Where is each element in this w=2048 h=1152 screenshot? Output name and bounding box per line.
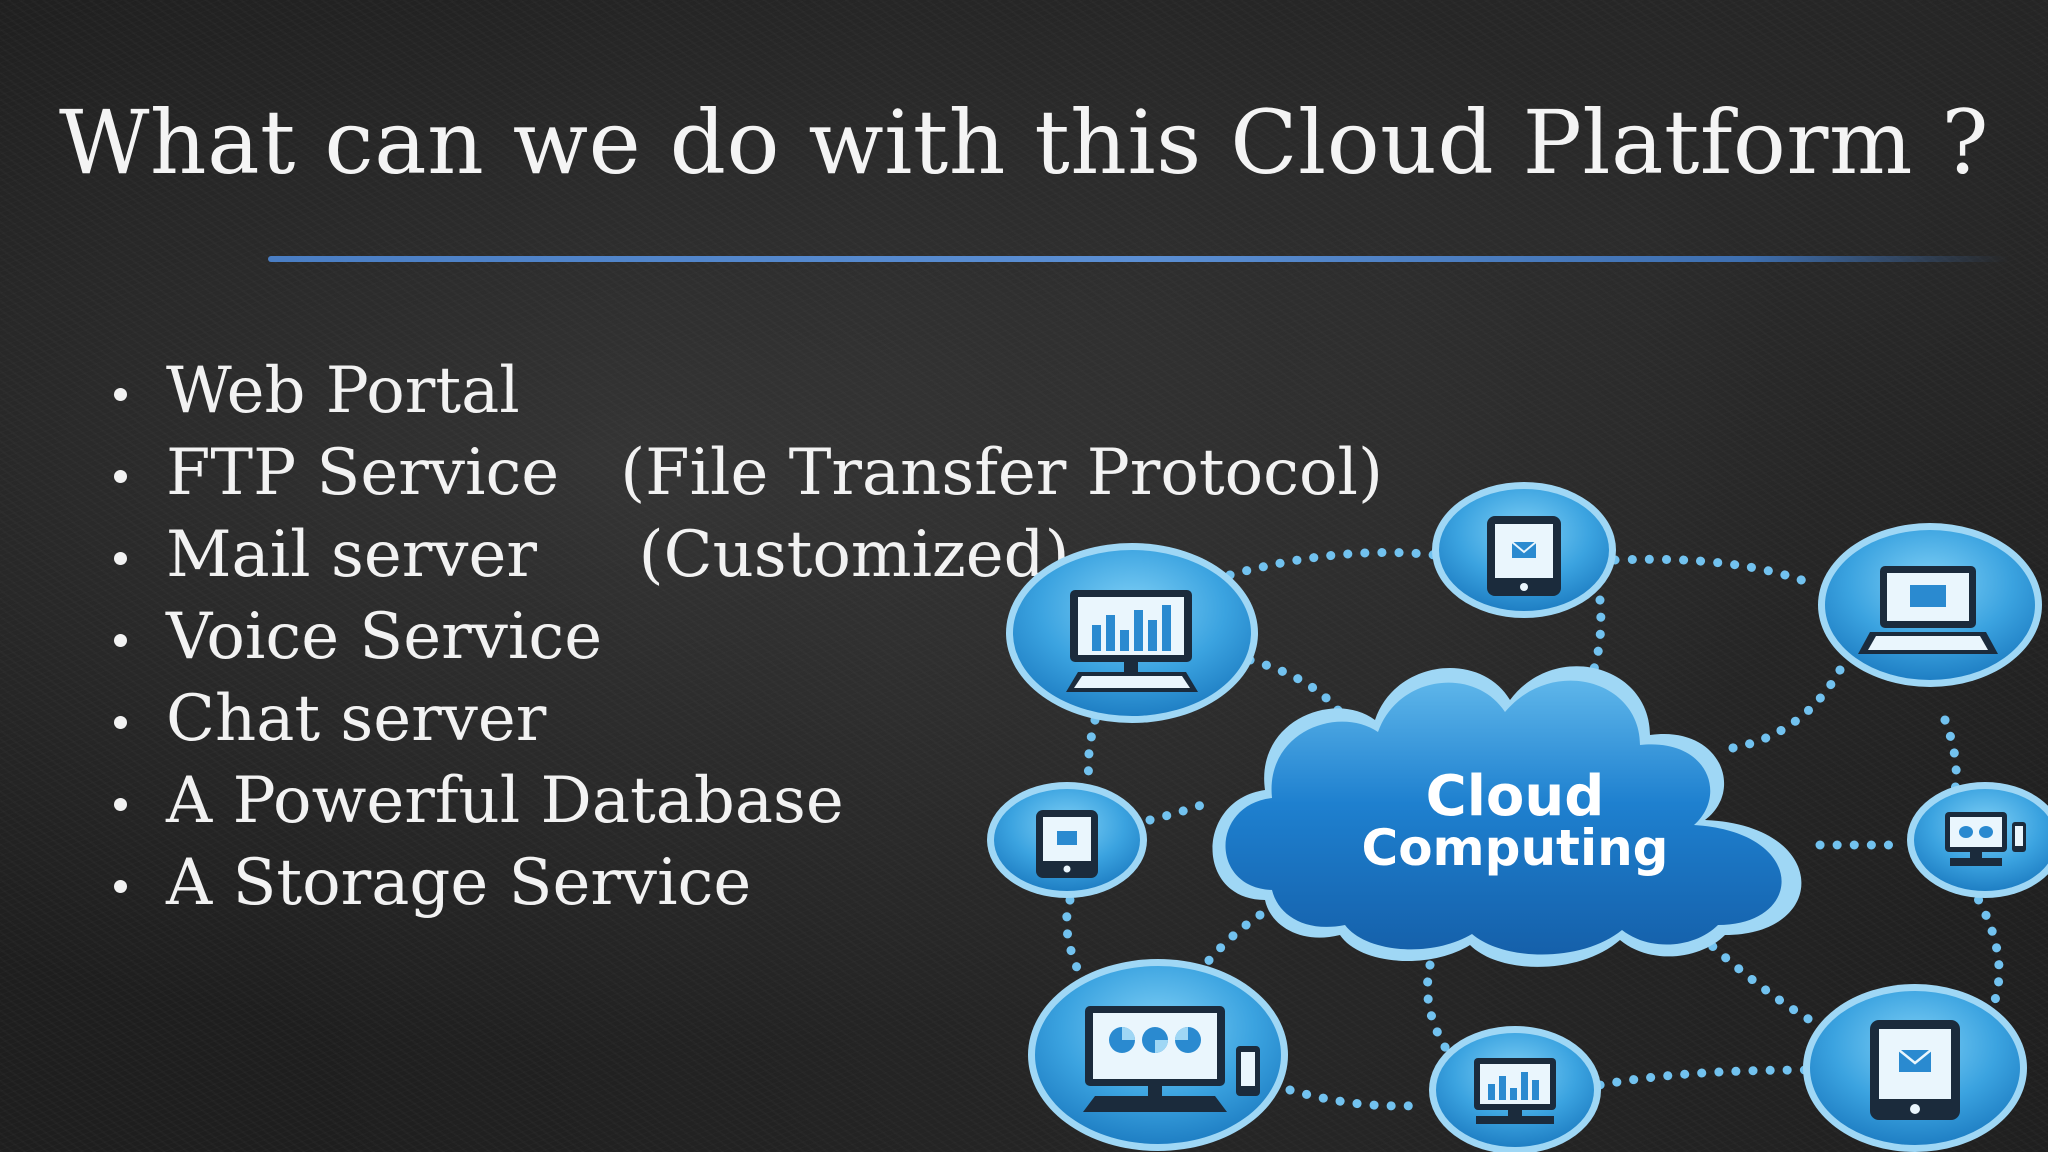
bullet-item: Web Portal [110,350,1383,432]
bullet-dot-icon [114,388,127,401]
bullet-text: Voice Service [166,600,603,674]
desktop-pie-node [1028,959,1288,1151]
tablet-top-node [1432,482,1616,618]
desktop-pie-chart-icon [1083,1006,1260,1112]
bullet-dot-icon [114,798,127,811]
tablet-mail-icon [1487,516,1561,596]
bullet-text: Mail server (Customized) [166,518,1070,592]
bullet-item: Mail server (Customized) [110,514,1383,596]
desktop-right-node [1907,782,2048,898]
bullet-dot-icon [114,634,127,647]
monitor-bar-chart-icon [1474,1058,1556,1124]
bullet-dot-icon [114,716,127,729]
laptop-node [1818,523,2042,687]
bullet-text: A Powerful Database [166,764,844,838]
bullet-list: Web Portal FTP Service (File Transfer Pr… [110,350,1383,924]
desktop-chart-node [1006,543,1258,723]
cloud-label-line1: Cloud [1426,764,1605,829]
tablet-mail-icon [1870,1020,1960,1120]
bullet-item: A Storage Service [110,842,1383,924]
bullet-item: FTP Service (File Transfer Protocol) [110,432,1383,514]
tablet-left-node [987,782,1147,898]
monitor-bottom-node [1429,1026,1601,1152]
tablet-bottom-right-node [1803,984,2027,1152]
bullet-item: A Powerful Database [110,760,1383,842]
cloud-computing-diagram: Cloud Computing [987,482,2048,1152]
network-connectors [1062,548,2004,1111]
bullet-text: Chat server [166,682,547,756]
bullet-dot-icon [114,470,127,483]
bullet-item: Chat server [110,678,1383,760]
bullet-dot-icon [114,552,127,565]
tablet-mail-icon [1036,810,1098,878]
desktop-phone-icon [1945,812,2026,866]
cloud-shape: Cloud Computing [1212,666,1802,967]
bullet-text: FTP Service (File Transfer Protocol) [166,436,1383,510]
bullet-text: A Storage Service [166,846,752,920]
cloud-label-line2: Computing [1362,819,1669,877]
desktop-bar-chart-icon [1066,590,1198,692]
bullet-text: Web Portal [166,354,520,428]
laptop-icon [1858,566,1998,654]
bullet-dot-icon [114,880,127,893]
bullet-item: Voice Service [110,596,1383,678]
title-underline [268,256,2008,262]
slide-title: What can we do with this Cloud Platform … [58,91,1990,194]
